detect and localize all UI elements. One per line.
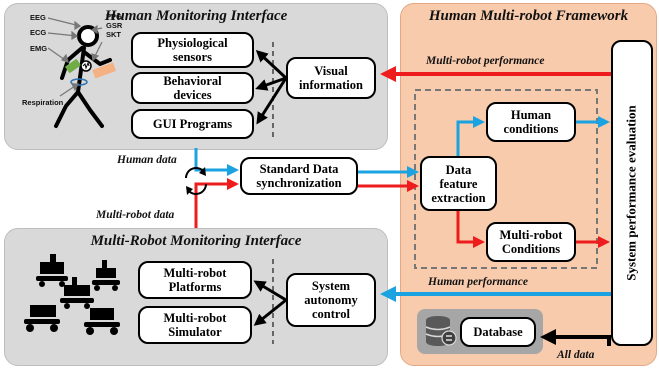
ppg-gsr-skt-label: PPG GSR SKT: [106, 12, 123, 39]
physiological-sensors-box: Physiological sensors: [131, 32, 254, 68]
multi-robot-data-label: Multi-robot data: [96, 209, 175, 221]
multi-robot-conditions-box: Multi-robot Conditions: [486, 222, 576, 262]
behavioral-devices-box: Behavioral devices: [131, 72, 254, 104]
multi-robot-monitoring-title: Multi-Robot Monitoring Interface: [90, 233, 302, 249]
visual-information-box: Visual information: [286, 57, 376, 99]
all-data-label: All data: [557, 349, 595, 361]
database-box: Database: [460, 317, 536, 347]
respiration-label: Respiration: [22, 98, 64, 107]
human-performance-label: Human performance: [428, 276, 528, 288]
data-feature-extraction-box: Data feature extraction: [420, 156, 497, 211]
system-autonomy-control-box: System autonomy control: [286, 273, 376, 327]
ecg-label: ECG: [30, 28, 47, 37]
standard-data-sync-box: Standard Data synchronization: [240, 157, 358, 195]
multi-robot-platforms-box: Multi-robot Platforms: [138, 261, 252, 299]
framework-title: Human Multi-robot Framework: [428, 8, 629, 24]
multi-robot-performance-label: Multi-robot performance: [426, 55, 545, 67]
system-performance-evaluation-box: [611, 40, 653, 346]
human-conditions-box: Human conditions: [486, 102, 576, 142]
human-data-label: Human data: [117, 154, 177, 166]
human-monitoring-title: Human Monitoring Interface: [104, 8, 288, 24]
emg-label: EMG: [30, 44, 48, 53]
multi-robot-simulator-box: Multi-robot Simulator: [138, 306, 252, 344]
eeg-label: EEG: [30, 13, 46, 22]
gui-programs-box: GUI Programs: [131, 109, 254, 139]
